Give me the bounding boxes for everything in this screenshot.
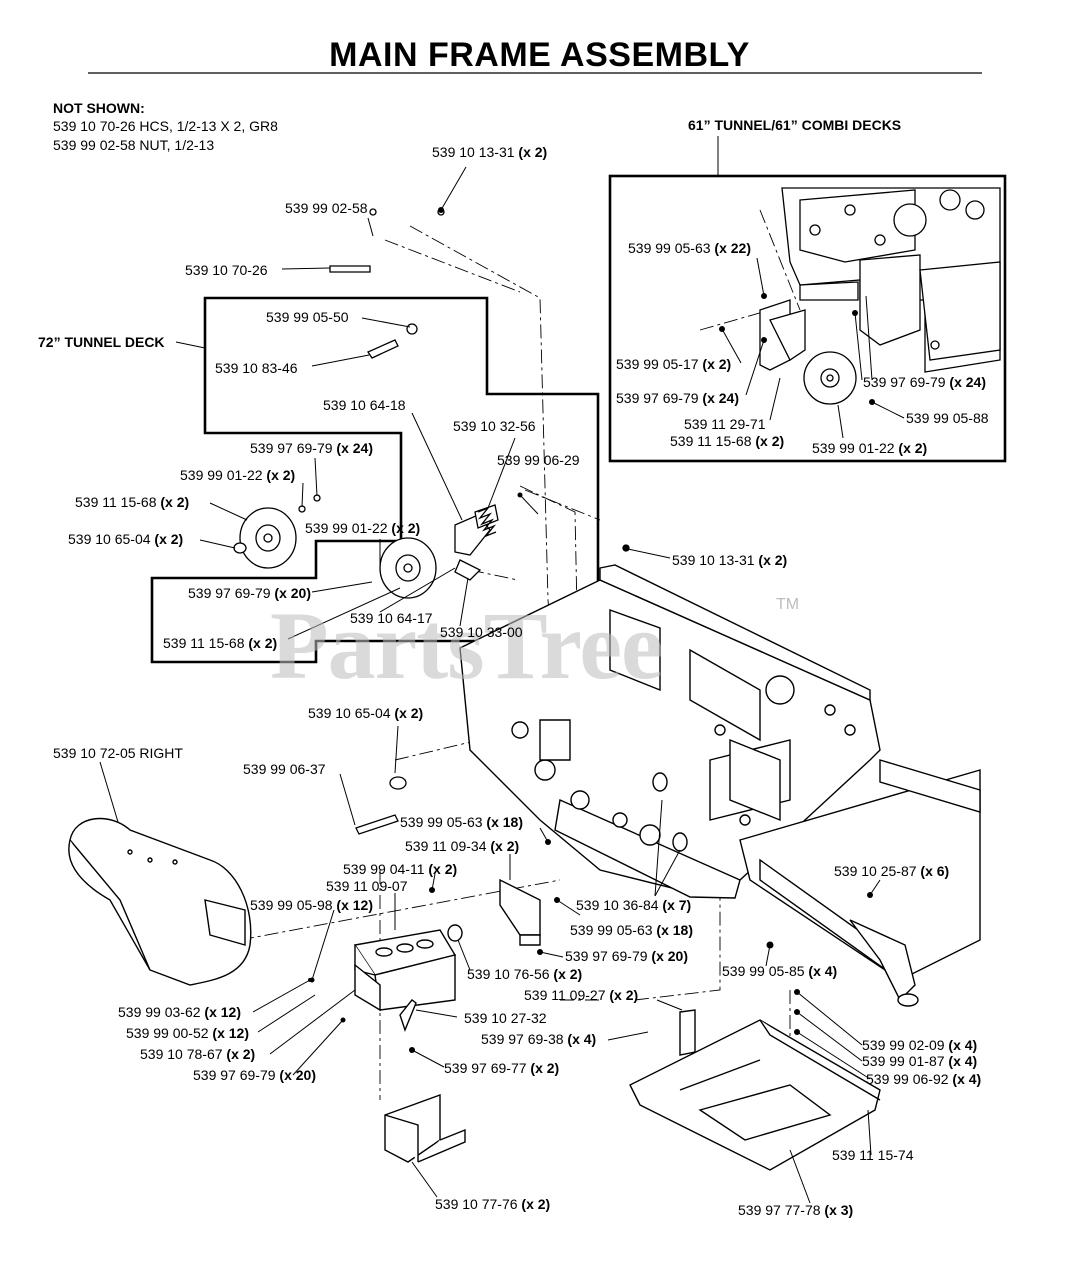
- part-label: 539 11 09-07: [326, 878, 408, 894]
- part-label: 539 11 15-68 (x 2): [163, 635, 278, 651]
- main-frame-drawing: [459, 564, 981, 1007]
- part-label: 539 99 06-92 (x 4): [866, 1071, 982, 1087]
- part-label: 539 99 01-87 (x 4): [862, 1053, 978, 1069]
- part-label: 539 10 32-56: [453, 418, 536, 434]
- part-label: 539 10 77-76 (x 2): [435, 1196, 551, 1212]
- part-label: 539 97 69-38 (x 4): [481, 1031, 597, 1047]
- not-shown-line-2: 539 99 02-58 NUT, 1/2-13: [53, 137, 215, 153]
- part-label: 539 10 25-87 (x 6): [834, 863, 950, 879]
- tunnel72-pulleys: [233, 208, 630, 835]
- part-label: 539 11 09-34 (x 2): [405, 838, 520, 854]
- part-label: 539 97 69-79 (x 24): [863, 374, 986, 390]
- part-label: 539 10 76-56 (x 2): [467, 966, 583, 982]
- part-label: 539 10 13-31 (x 2): [672, 552, 788, 568]
- tunnel72-outline: [150, 296, 600, 664]
- part-label: 539 10 72-05 RIGHT: [53, 745, 183, 761]
- hardware-dots: [308, 207, 875, 1053]
- part-label: 539 10 64-18: [323, 397, 406, 413]
- part-label: 539 10 83-46: [215, 360, 298, 376]
- part-label: 539 99 06-29: [497, 452, 580, 468]
- part-label: 539 97 69-79 (x 20): [188, 585, 311, 601]
- not-shown-line-1: 539 10 70-26 HCS, 1/2-13 X 2, GR8: [53, 118, 278, 134]
- part-label: 539 10 70-26: [185, 262, 268, 278]
- part-label: 539 99 06-37: [243, 761, 326, 777]
- part-label: 539 99 05-98 (x 12): [250, 897, 373, 913]
- part-label: 539 11 29-71: [684, 416, 766, 432]
- part-label: 539 99 05-50: [266, 309, 349, 325]
- part-label: 539 99 05-88: [906, 410, 989, 426]
- part-label: 539 10 64-17: [350, 610, 433, 626]
- part-label: 539 99 05-85 (x 4): [722, 963, 838, 979]
- part-label: 539 99 04-11 (x 2): [343, 861, 458, 877]
- part-label: 539 99 00-52 (x 12): [126, 1025, 249, 1041]
- watermark: PartsTree: [270, 592, 664, 699]
- part-label: 539 99 05-17 (x 2): [616, 356, 732, 372]
- part-label: 539 97 69-77 (x 2): [444, 1060, 560, 1076]
- part-label: 539 99 02-58: [285, 200, 368, 216]
- part-label: 539 97 69-79 (x 20): [193, 1067, 316, 1083]
- part-label: 539 97 69-79 (x 24): [250, 440, 373, 456]
- tunnel72-deck-heading: 72” TUNNEL DECK: [38, 334, 165, 350]
- combi-box: [608, 174, 1007, 463]
- part-label: 539 99 01-22 (x 2): [180, 467, 296, 483]
- combi-bracket-drawing: [759, 187, 1001, 405]
- part-label: 539 10 27-32: [464, 1010, 547, 1026]
- part-label: 539 10 33-00: [440, 624, 523, 640]
- part-label: 539 97 69-79 (x 24): [616, 390, 739, 406]
- part-label: 539 99 03-62 (x 12): [118, 1004, 241, 1020]
- part-label: 539 99 01-22 (x 2): [305, 520, 421, 536]
- spring: [477, 506, 497, 538]
- part-label: 539 99 02-09 (x 4): [862, 1037, 978, 1053]
- part-label: 539 10 78-67 (x 2): [140, 1046, 256, 1062]
- part-label: 539 11 15-68 (x 2): [670, 433, 785, 449]
- trademark: TM: [776, 596, 800, 613]
- leader-lines: [99, 166, 905, 1204]
- part-label: 539 10 13-31 (x 2): [432, 144, 548, 160]
- floor-pan-drawing: [629, 1019, 881, 1171]
- part-label: 539 99 05-63 (x 18): [400, 814, 523, 830]
- part-label: 539 11 15-74: [832, 1147, 914, 1163]
- center-bracket-drawing: [353, 878, 696, 1163]
- not-shown-heading: NOT SHOWN:: [53, 100, 145, 116]
- part-label: 539 10 65-04 (x 2): [308, 705, 424, 721]
- part-label: 539 11 15-68 (x 2): [75, 494, 190, 510]
- combi-deck-heading: 61” TUNNEL/61” COMBI DECKS: [688, 117, 902, 133]
- tunnel72-leader: [175, 341, 206, 349]
- part-label: 539 97 77-78 (x 3): [738, 1202, 854, 1218]
- part-label: 539 99 05-63 (x 18): [570, 922, 693, 938]
- fender-drawing: [68, 817, 252, 986]
- part-label: 539 99 05-63 (x 22): [628, 240, 751, 256]
- part-label: 539 99 01-22 (x 2): [812, 440, 928, 456]
- part-label: 539 10 65-04 (x 2): [68, 531, 184, 547]
- part-label: 539 97 69-79 (x 20): [565, 948, 688, 964]
- part-label: 539 11 09-27 (x 2): [524, 987, 639, 1003]
- part-label: 539 10 36-84 (x 7): [576, 897, 692, 913]
- page-title: MAIN FRAME ASSEMBLY: [329, 36, 750, 74]
